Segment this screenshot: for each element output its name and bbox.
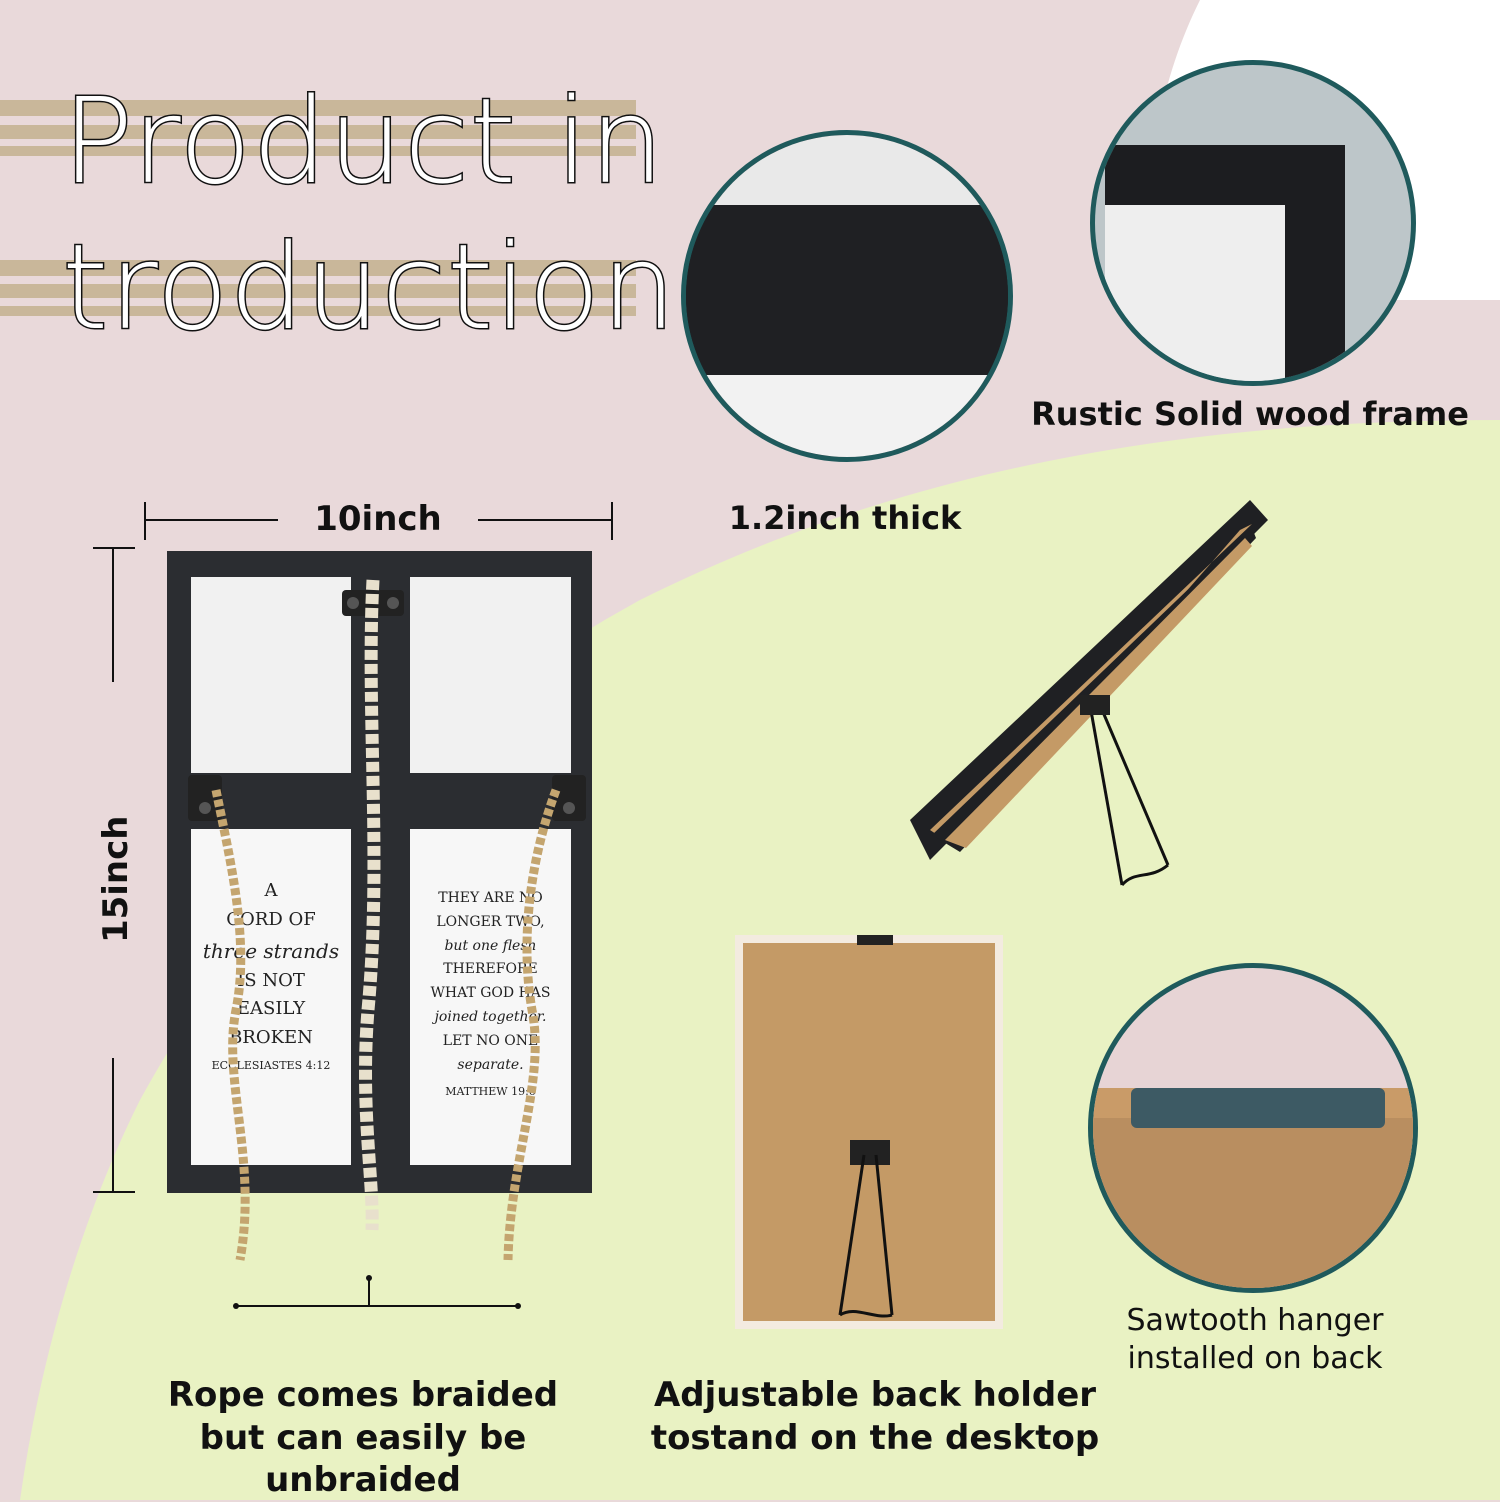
cross-frame: A CORD OF three strands IS NOT EASILY BR… bbox=[167, 551, 592, 1193]
title-stripe bbox=[0, 125, 636, 139]
title-stripe bbox=[0, 284, 636, 298]
panel-bottom-left: A CORD OF three strands IS NOT EASILY BR… bbox=[191, 829, 351, 1165]
standing-frame-image bbox=[910, 500, 1268, 887]
page-title-line-1: Product in bbox=[60, 72, 666, 210]
ropes-and-hooks bbox=[188, 579, 586, 1261]
hanger-caption: Sawtooth hanger installed on back bbox=[1126, 1303, 1384, 1376]
title-stripe bbox=[0, 306, 636, 316]
width-label: 10inch bbox=[314, 499, 442, 539]
detail-circle-thickness bbox=[681, 130, 1013, 462]
sawtooth-hanger-icon bbox=[1131, 1088, 1385, 1128]
panel-top-left bbox=[191, 577, 351, 773]
verse-left: A CORD OF three strands IS NOT EASILY BR… bbox=[202, 880, 340, 1072]
detail-circle-hanger bbox=[1088, 963, 1418, 1293]
page-title-line-2: troduction bbox=[61, 218, 678, 356]
detail-circle-frame bbox=[1090, 60, 1416, 386]
height-label: 15inch bbox=[95, 815, 136, 944]
title-stripe bbox=[0, 146, 636, 156]
verse-right: THEY ARE NO LONGER TWO, but one flesh TH… bbox=[430, 890, 551, 1099]
title-stripe bbox=[0, 100, 636, 116]
holder-caption: Adjustable back holder tostand on the de… bbox=[650, 1375, 1100, 1458]
dimension-lines bbox=[93, 502, 613, 1309]
panel-top-right bbox=[410, 577, 571, 773]
frame-caption: Rustic Solid wood frame bbox=[1031, 395, 1469, 433]
title-stripe bbox=[0, 260, 636, 276]
thickness-caption: 1.2inch thick bbox=[728, 499, 962, 537]
back-holder-icon bbox=[838, 1140, 894, 1318]
panel-bottom-right: THEY ARE NO LONGER TWO, but one flesh TH… bbox=[410, 829, 571, 1165]
rope-caption: Rope comes braided but can easily be unb… bbox=[167, 1375, 559, 1500]
back-frame-image bbox=[735, 935, 1003, 1329]
